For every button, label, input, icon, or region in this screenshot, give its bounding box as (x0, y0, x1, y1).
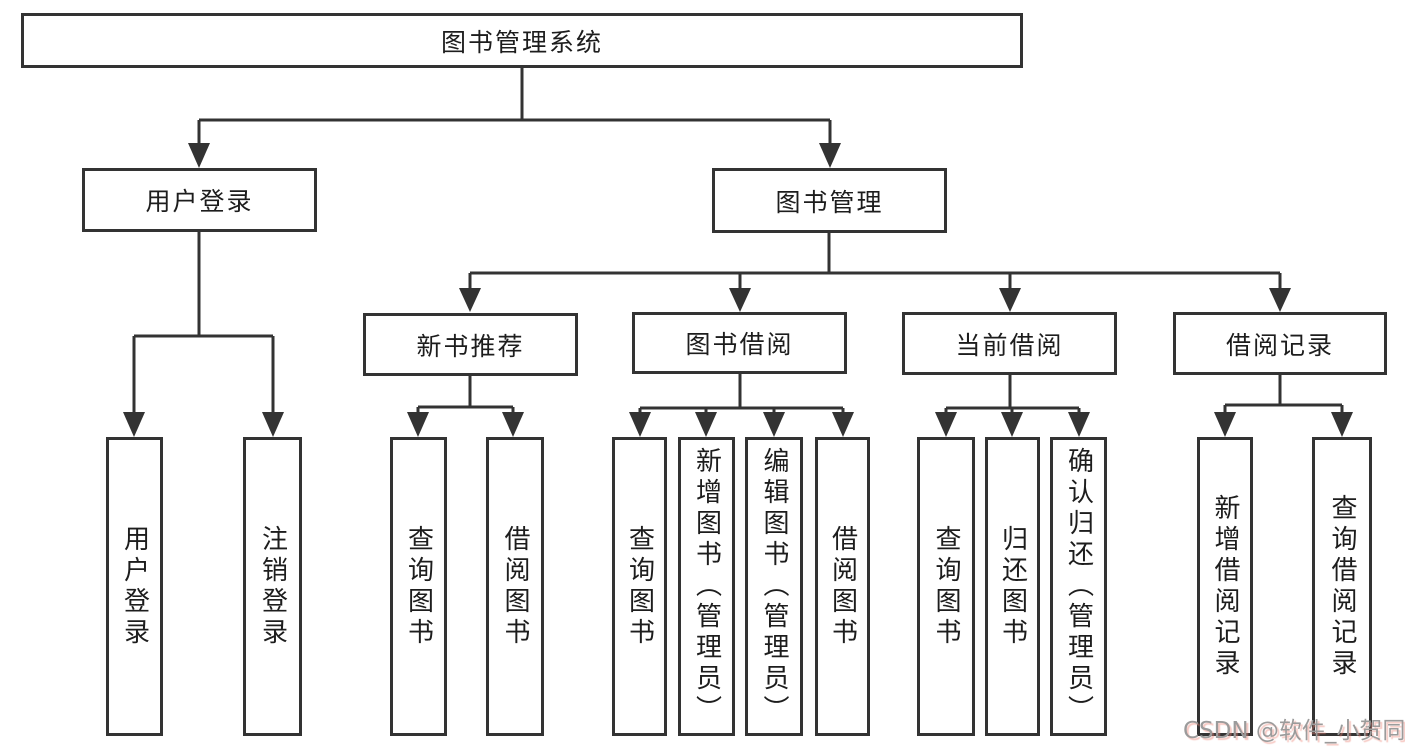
node-current-borrowing: 当前借阅 (902, 312, 1117, 375)
node-new-book-recommendation: 新书推荐 (363, 313, 578, 376)
leaf-node-user-login: 用户登录 (106, 437, 163, 736)
leaf-node-query-books-borrowing: 查询图书 (612, 437, 667, 736)
node-book-borrowing: 图书借阅 (632, 312, 847, 374)
leaf-node-query-books-current: 查询图书 (917, 437, 975, 736)
leaf-node-logout: 注销登录 (243, 437, 302, 736)
leaf-node-borrow-books-recommend: 借阅图书 (486, 437, 544, 736)
leaf-node-return-books: 归还图书 (985, 437, 1040, 736)
leaf-node-edit-books-admin: 编辑图书（管理员） (745, 437, 803, 736)
leaf-node-borrow-books: 借阅图书 (815, 437, 870, 736)
node-borrowing-records: 借阅记录 (1173, 312, 1387, 375)
leaf-node-add-books-admin: 新增图书（管理员） (678, 437, 735, 736)
leaf-node-confirm-return-admin: 确认归还（管理员） (1050, 437, 1107, 736)
node-user-login: 用户登录 (82, 168, 317, 232)
leaf-node-query-borrow-record: 查询借阅记录 (1312, 437, 1372, 736)
leaf-node-add-borrow-record: 新增借阅记录 (1197, 437, 1253, 736)
node-library-management-system: 图书管理系统 (21, 13, 1023, 68)
csdn-watermark: CSDN @软件_小贺同学 (1183, 718, 1405, 744)
node-book-management: 图书管理 (712, 168, 947, 233)
leaf-node-query-books-recommend: 查询图书 (390, 437, 447, 736)
